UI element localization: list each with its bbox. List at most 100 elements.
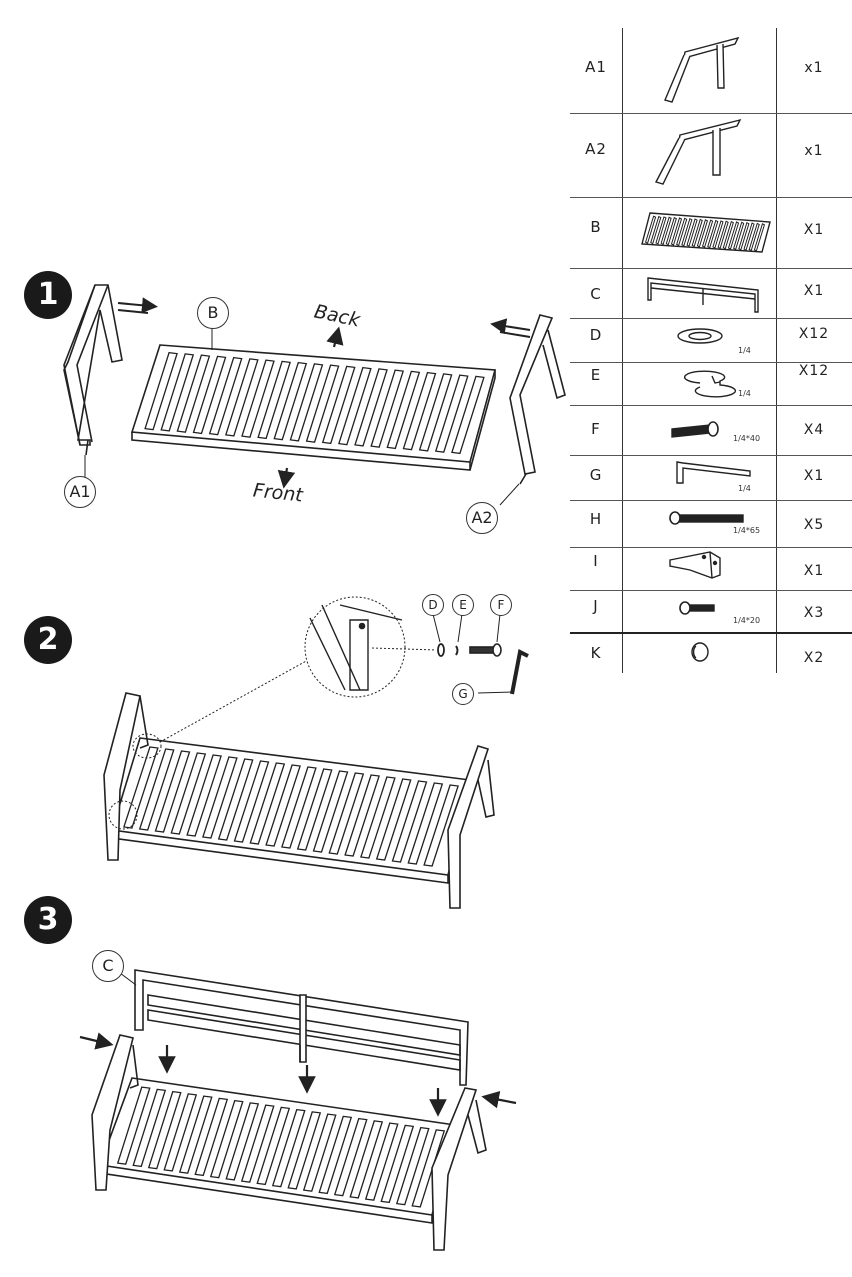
part-qty-j: X3 [803, 605, 825, 621]
slat [380, 1124, 415, 1204]
part-e-spring-washer-icon [683, 370, 737, 398]
slat [302, 1113, 337, 1192]
side-frame-a1 [63, 284, 123, 456]
part-size-d: 1/4 [738, 346, 751, 355]
part-d-washer-icon [677, 328, 723, 344]
part-id-k: K [590, 644, 602, 662]
slat [650, 215, 662, 245]
right-side-frame-step3 [431, 1087, 487, 1251]
slat [225, 1102, 260, 1181]
callout-a1: A1 [64, 476, 96, 508]
parts-table [570, 28, 852, 676]
slat [423, 784, 459, 867]
part-k-cap-icon [691, 642, 709, 662]
part-id-d: D [589, 326, 603, 344]
slat [256, 1106, 291, 1186]
slat [170, 752, 207, 835]
slat [418, 373, 453, 452]
part-size-e: 1/4 [738, 389, 751, 398]
slat [147, 1090, 182, 1170]
left-side-frame-step3 [91, 1034, 139, 1191]
slat [743, 222, 755, 251]
arrow-right-icon [117, 297, 158, 314]
part-id-j: J [593, 597, 599, 615]
arrow-in-left-icon [79, 1032, 114, 1050]
part-id-e: E [590, 366, 602, 384]
slat [138, 748, 175, 831]
slat [241, 359, 275, 438]
bolt-f-icon [469, 643, 502, 657]
slat [660, 216, 672, 245]
seat-frame-b [130, 344, 497, 471]
step3-illustration [79, 969, 517, 1251]
bench-seat-step3 [98, 1077, 456, 1224]
slat [296, 768, 333, 851]
slat [289, 363, 324, 442]
side-frame-a2 [509, 314, 566, 485]
slat [386, 370, 421, 450]
bench-seat-step2 [110, 737, 471, 884]
slat [360, 776, 396, 859]
part-j-bolt-icon [679, 601, 715, 615]
callout-b: B [197, 297, 229, 329]
step-number-1: 1 [24, 271, 72, 319]
slat [349, 1120, 384, 1199]
slat [123, 746, 159, 829]
slat [395, 1126, 430, 1206]
slat [748, 222, 760, 252]
slat [271, 1108, 306, 1188]
slat [144, 351, 178, 431]
part-qty-d: X12 [798, 326, 830, 342]
slat [707, 219, 719, 249]
slat [686, 218, 698, 247]
slat [670, 217, 683, 246]
slat [344, 774, 380, 857]
slat [451, 375, 485, 455]
slat [217, 758, 254, 841]
part-size-j: 1/4*20 [733, 616, 761, 625]
slat [701, 219, 714, 248]
step2-illustration [103, 596, 529, 909]
slat [354, 368, 388, 447]
table-divider [570, 268, 852, 269]
slat [257, 360, 291, 440]
slat [402, 371, 437, 451]
slat [305, 364, 340, 443]
part-qty-i: X1 [803, 563, 825, 579]
callout-e: E [452, 594, 474, 616]
parts-icons [641, 36, 771, 662]
slat [434, 374, 469, 453]
slat [681, 218, 693, 247]
callout-f: F [490, 594, 512, 616]
slat [738, 222, 750, 251]
zoom-detail [304, 596, 437, 698]
right-side-frame-step2 [447, 745, 495, 909]
slat [676, 217, 688, 247]
slat [163, 1093, 198, 1172]
slat [233, 760, 270, 843]
part-id-b: B [590, 218, 602, 236]
detail-circle-lower [108, 800, 138, 830]
table-divider [570, 318, 852, 319]
slat [287, 1111, 322, 1190]
part-id-i: I [593, 552, 599, 570]
slat [644, 215, 657, 244]
arrow-in-right-icon [481, 1091, 517, 1109]
part-id-g: G [589, 466, 603, 484]
slat [202, 756, 238, 839]
slat [364, 1122, 399, 1201]
table-divider [570, 632, 852, 634]
slat [753, 223, 766, 252]
callout-a2: A2 [466, 502, 498, 534]
part-id-f: F [591, 420, 601, 438]
slat [717, 220, 729, 249]
slat [333, 1117, 368, 1197]
slat [176, 354, 211, 433]
slat [338, 366, 372, 446]
part-qty-a2: x1 [804, 143, 824, 159]
slat [712, 220, 724, 249]
slat [696, 219, 709, 248]
slat [321, 365, 356, 445]
slat [116, 1086, 151, 1165]
